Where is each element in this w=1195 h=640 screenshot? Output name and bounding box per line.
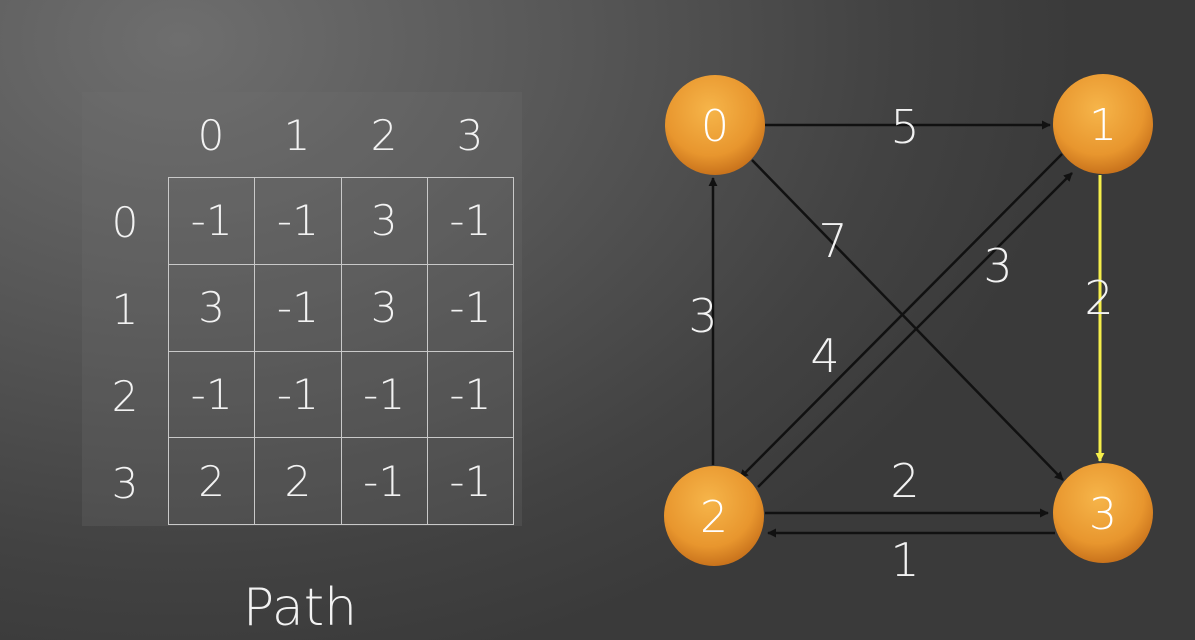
matrix-cell: 2 <box>169 438 256 525</box>
graph-node-1: 1 <box>1053 74 1153 174</box>
node-label: 3 <box>1089 489 1117 540</box>
node-label: 0 <box>701 101 729 152</box>
matrix-cell: -1 <box>255 264 342 352</box>
matrix-caption: Path <box>242 578 358 638</box>
edge-weight-label: 3 <box>983 239 1012 293</box>
graph-node-2: 2 <box>664 466 764 566</box>
edge-weight-label: 3 <box>688 289 717 343</box>
matrix-cell: -1 <box>427 264 514 352</box>
edge-weight-label: 5 <box>890 100 919 154</box>
matrix-col-header: 0 <box>197 111 225 160</box>
matrix-col-header: 2 <box>370 111 398 160</box>
matrix-panel <box>82 92 522 526</box>
edge-weight-label: 4 <box>810 329 839 383</box>
matrix-cell: -1 <box>255 351 342 439</box>
matrix-cell: -1 <box>255 178 342 265</box>
edge-weight-label: 2 <box>1084 271 1113 325</box>
matrix-cell: -1 <box>427 351 514 439</box>
matrix-cell: -1 <box>169 351 256 439</box>
matrix-cell: 3 <box>169 264 256 352</box>
matrix-row-header: 0 <box>111 198 139 247</box>
matrix-cell: -1 <box>341 351 428 439</box>
node-label: 2 <box>700 492 728 543</box>
matrix-cell: -1 <box>341 438 428 525</box>
graph-node-0: 0 <box>665 75 765 175</box>
edge-2-1 <box>757 172 1073 488</box>
node-label: 1 <box>1089 100 1117 151</box>
matrix-cell: -1 <box>427 178 514 265</box>
matrix-cell: 3 <box>341 178 428 265</box>
edge-1-2 <box>739 153 1063 479</box>
edge-weight-label: 7 <box>818 214 847 268</box>
matrix-col-header: 1 <box>283 111 311 160</box>
edge-0-3 <box>751 159 1064 481</box>
edge-weight-label: 2 <box>890 454 919 508</box>
matrix-col-header: 3 <box>456 111 484 160</box>
matrix-cell: 3 <box>341 264 428 352</box>
matrix-row-header: 2 <box>111 372 139 421</box>
edge-weight-label: 1 <box>890 533 919 587</box>
graph-node-3: 3 <box>1053 463 1153 563</box>
matrix-cell: 2 <box>255 438 342 525</box>
matrix-row-header: 3 <box>111 459 139 508</box>
matrix-cell: -1 <box>169 178 256 265</box>
path-matrix-grid: -1 -1 3 -1 3 -1 3 -1 -1 -1 -1 -1 2 2 -1 … <box>168 177 514 525</box>
matrix-row-header: 1 <box>111 285 139 334</box>
matrix-cell: -1 <box>427 438 514 525</box>
